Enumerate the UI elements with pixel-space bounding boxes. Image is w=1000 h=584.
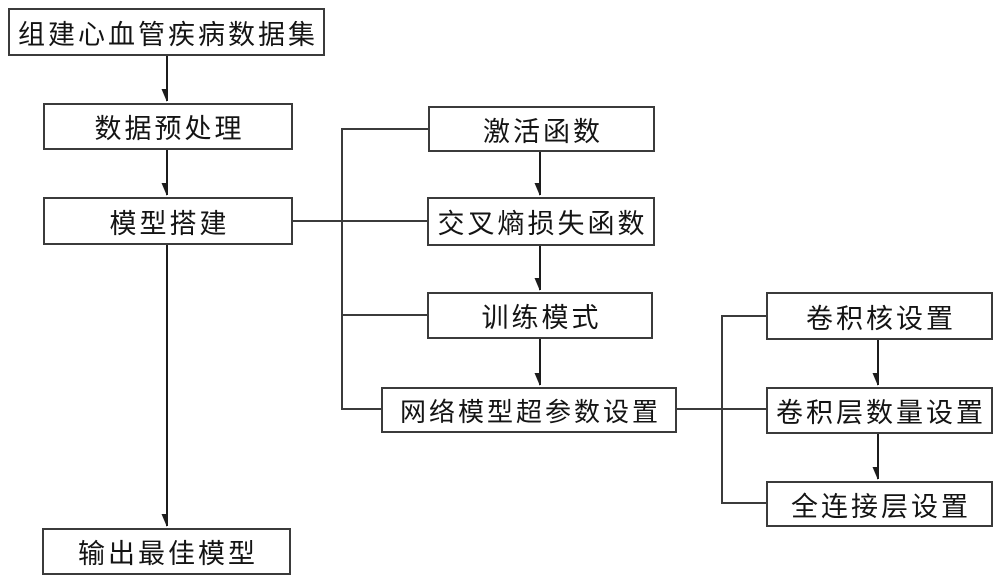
node-fc-layer-setup: 全连接层设置 [766, 481, 993, 527]
node-activation-function: 激活函数 [428, 106, 655, 152]
node-data-preprocessing: 数据预处理 [43, 103, 293, 150]
node-model-building: 模型搭建 [43, 197, 293, 245]
node-conv-kernel-setup: 卷积核设置 [766, 292, 993, 340]
node-output-best-model: 输出最佳模型 [42, 528, 291, 575]
node-build-dataset: 组建心血管疾病数据集 [8, 8, 325, 56]
node-training-mode: 训练模式 [427, 292, 653, 339]
node-conv-layer-count: 卷积层数量设置 [766, 387, 993, 434]
node-cross-entropy-loss: 交叉熵损失函数 [427, 197, 655, 246]
node-hyperparameter-setup: 网络模型超参数设置 [381, 387, 677, 433]
